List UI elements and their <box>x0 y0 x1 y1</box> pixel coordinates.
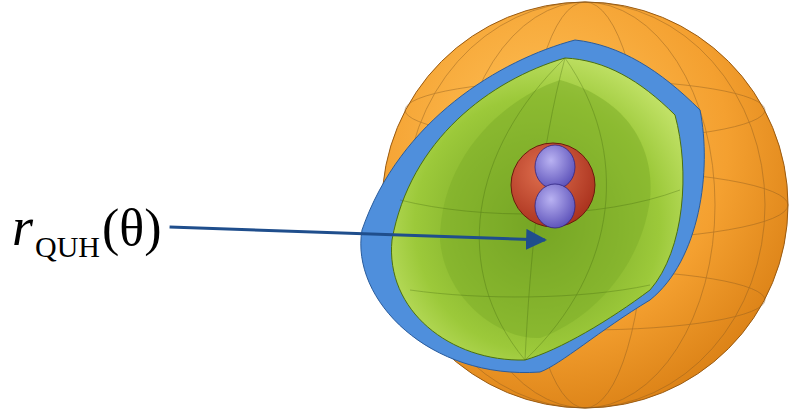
variable-symbol: r <box>12 197 33 257</box>
radius-label: rQUH(θ) <box>12 196 162 258</box>
leader-arrow <box>170 227 545 240</box>
subscript: QUH <box>35 230 100 263</box>
argument: (θ) <box>102 199 162 256</box>
